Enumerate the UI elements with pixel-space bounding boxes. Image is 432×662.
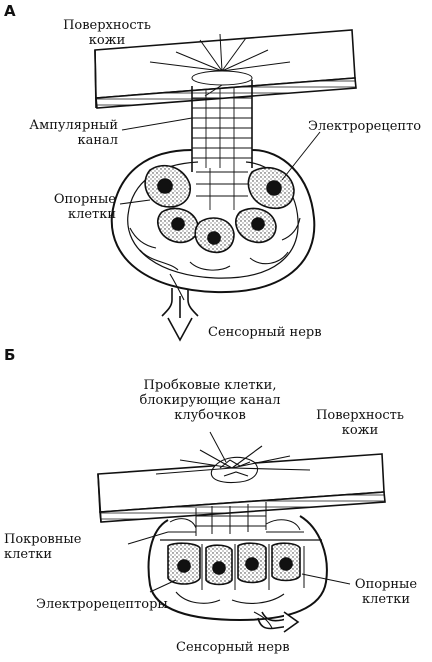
label-cover-cells-b-line2: клетки xyxy=(4,547,53,562)
canal-b xyxy=(195,502,267,536)
electroreceptor-cells-b xyxy=(167,542,301,586)
skin-pore-a xyxy=(149,33,291,97)
label-support-cells-b-line1: Опорные xyxy=(354,577,418,592)
label-electroreceptors-b: Электрорецепторы xyxy=(36,597,168,612)
support-cells-b xyxy=(201,544,305,590)
label-skin-surface-b-line2: кожи xyxy=(341,423,379,438)
leader-lines-a xyxy=(119,117,321,205)
label-skin-surface-a-line1: Поверхность xyxy=(63,18,151,33)
plug-cells-b xyxy=(155,445,311,484)
nerve-fibers-a xyxy=(129,217,301,301)
sensory-nerve-b xyxy=(257,611,300,633)
label-skin-surface-a: Поверхность кожи xyxy=(48,18,166,48)
skin-slab-b xyxy=(97,453,386,523)
leader-lines-b xyxy=(127,431,351,593)
ampulla-lumen-a xyxy=(196,168,248,210)
label-electroreceptors-a: Электрорецепто xyxy=(308,119,422,134)
label-support-cells-b: Опорные клетки xyxy=(346,577,426,607)
label-cover-cells-b-line1: Покровные xyxy=(4,532,82,547)
ampulla-body-b xyxy=(147,515,328,622)
label-ampullary-canal-a-line1: Ампулярный xyxy=(29,118,118,133)
label-ampullary-canal-a-line2: канал xyxy=(77,133,118,148)
label-plug-cells-b-line1: Пробковые клетки, xyxy=(143,378,277,393)
label-ampullary-canal-a: Ампулярный канал xyxy=(10,118,118,148)
panel-a-drawing xyxy=(94,29,357,342)
label-support-cells-a-line2: клетки xyxy=(67,207,116,222)
label-plug-cells-b-line2: блокирующие канал xyxy=(139,393,281,408)
panel-b-letter: Б xyxy=(4,346,16,364)
label-support-cells-a: Опорные клетки xyxy=(10,192,116,222)
label-skin-surface-b-line1: Поверхность xyxy=(316,408,404,423)
cover-cells-b xyxy=(168,518,304,533)
label-cover-cells-b: Покровные клетки xyxy=(4,532,81,562)
label-support-cells-b-line2: клетки xyxy=(361,592,411,607)
panel-b-drawing xyxy=(97,431,386,633)
label-skin-surface-b: Поверхность кожи xyxy=(298,408,422,438)
label-plug-cells-b-line3: клубочков xyxy=(174,408,246,423)
nerve-fibers-b xyxy=(175,591,285,629)
label-support-cells-a-line1: Опорные xyxy=(53,192,116,207)
panel-a-letter: А xyxy=(4,2,16,20)
skin-slab-a xyxy=(94,29,357,109)
sensory-nerve-a xyxy=(161,288,199,342)
label-sensory-nerve-a: Сенсорный нерв xyxy=(208,325,322,340)
label-sensory-nerve-b: Сенсорный нерв xyxy=(176,640,290,655)
label-plug-cells-b: Пробковые клетки, блокирующие канал клуб… xyxy=(90,378,330,423)
electroreceptor-cells-a xyxy=(144,164,295,254)
ampulla-body-a xyxy=(110,149,316,294)
label-skin-surface-a-line2: кожи xyxy=(88,33,126,48)
ampullary-canal-a xyxy=(191,80,253,172)
